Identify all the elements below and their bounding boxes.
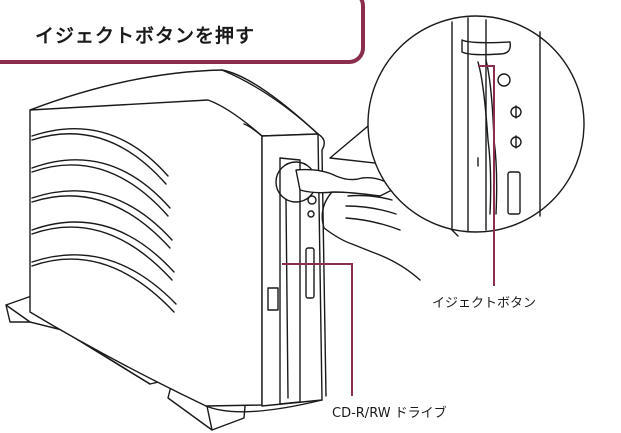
drive-label: CD-R/RW ドライブ [332, 406, 447, 421]
step-title: イジェクトボタンを押す [35, 25, 256, 47]
leader-lines [282, 65, 495, 396]
hand [275, 161, 459, 281]
zoom-callout [329, 15, 585, 233]
eject-button-label: イジェクトボタン [432, 296, 537, 311]
step-banner [0, 0, 365, 64]
pc-tower [29, 69, 327, 413]
